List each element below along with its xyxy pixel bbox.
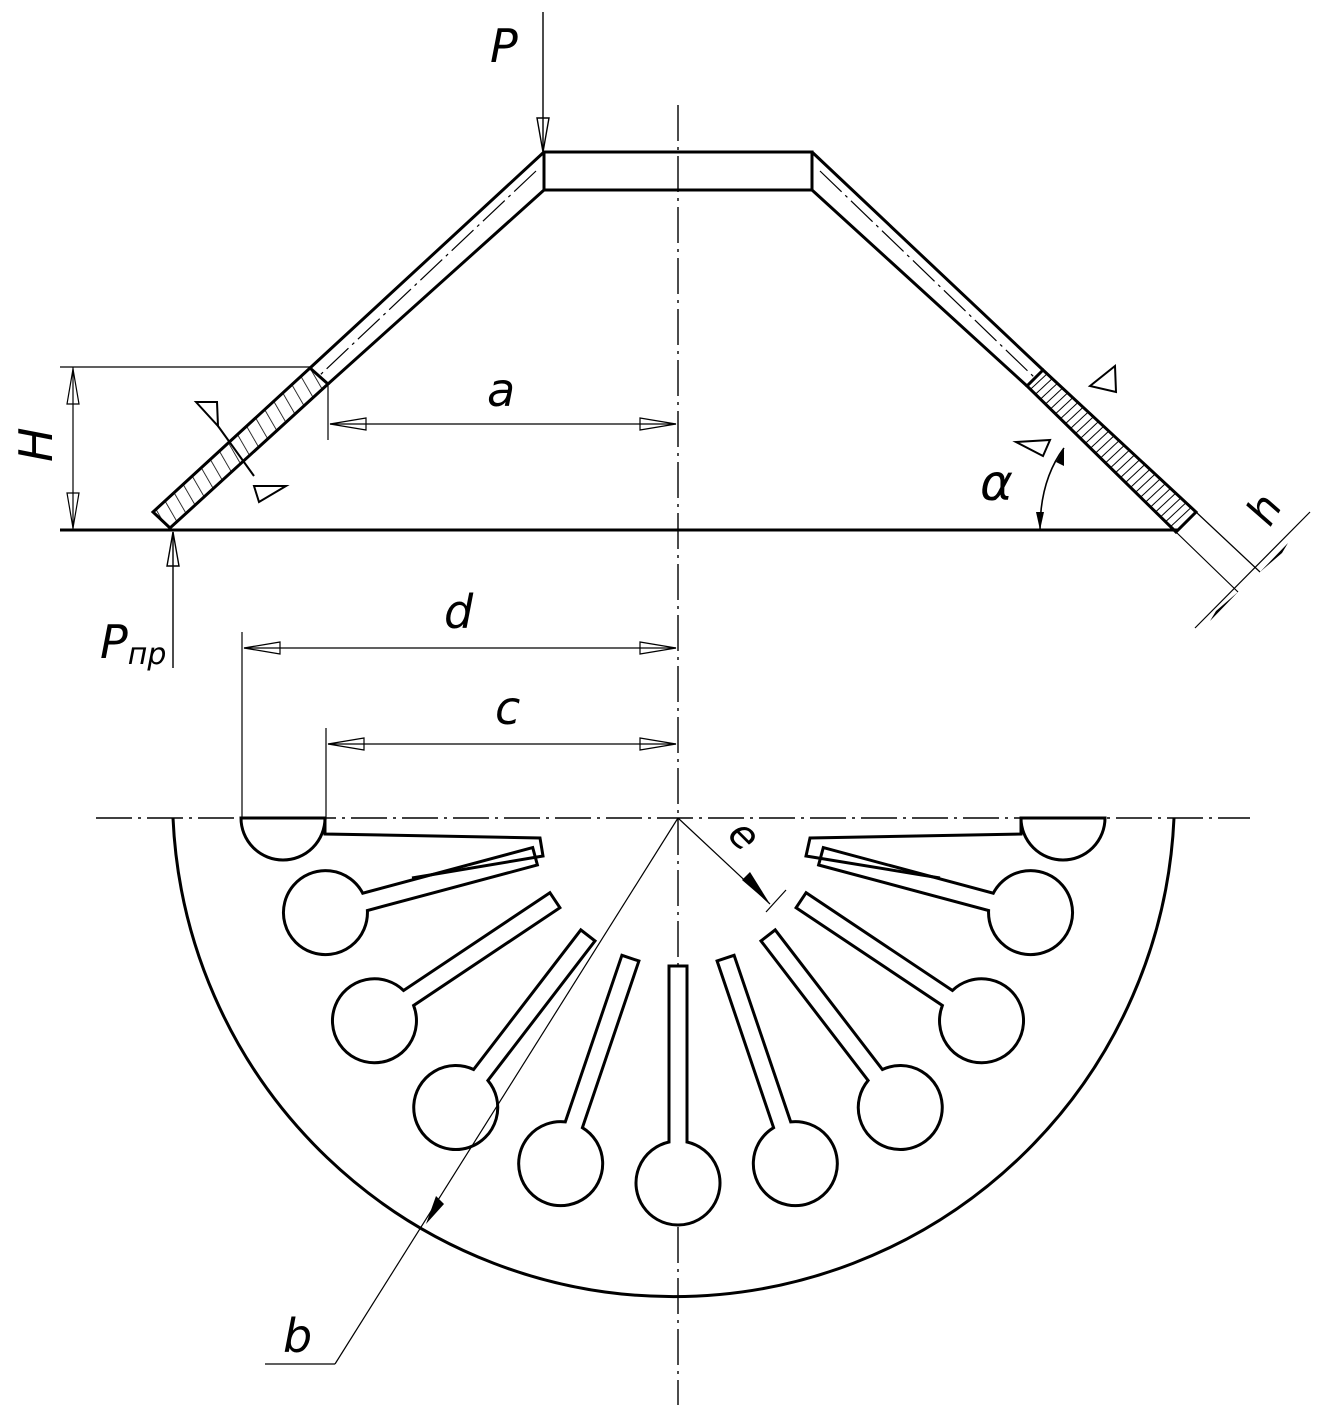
keyhole-slot [281,845,540,957]
label-b: b [283,1309,312,1363]
keyhole-slot [794,890,1025,1065]
keyhole-slot [758,927,944,1152]
height-dimension [60,366,310,530]
left-wall [308,150,546,386]
force-ppr-arrow [166,531,180,668]
d-dimension [241,632,677,820]
disc-outline [171,817,1176,1299]
keyhole-slot [715,953,839,1208]
left-hatched-section [150,365,331,531]
right-wall-centerline [819,170,1036,379]
label-c: c [495,681,520,735]
left-wall-centerline [318,170,537,377]
alpha-angle [1036,447,1065,531]
force-p-arrow [536,12,550,153]
right-hatched-section [1024,367,1199,535]
thickness-dimension [1175,511,1311,629]
e-dimension [677,817,787,913]
label-p: P [490,19,518,73]
right-finish-mark [1012,363,1118,458]
keyhole-slot [816,845,1075,957]
cone-section [60,12,1311,1405]
keyhole-slot [634,964,722,1227]
right-wall [810,150,1045,388]
label-a: a [487,363,515,417]
b-leader [265,817,679,1365]
left-finish-mark [193,401,290,504]
label-d: d [444,585,474,639]
half-keyhole-slot [1019,816,1107,862]
a-dimension [327,384,677,440]
keyhole-slot [517,953,641,1208]
slotted-disc [96,816,1250,1365]
keyhole-slot [331,890,562,1065]
label-h-thickness: h [1236,485,1292,533]
c-dimension [325,728,677,820]
label-alpha: α [980,454,1013,512]
label-ppr: Pпр [100,615,166,672]
label-h-height: H [9,427,63,462]
edge-slot-right [804,818,1023,880]
keyhole-slot [412,927,598,1152]
edge-slot-left [323,818,545,880]
half-keyhole-slot [239,816,327,862]
slot-group [239,816,1107,1227]
